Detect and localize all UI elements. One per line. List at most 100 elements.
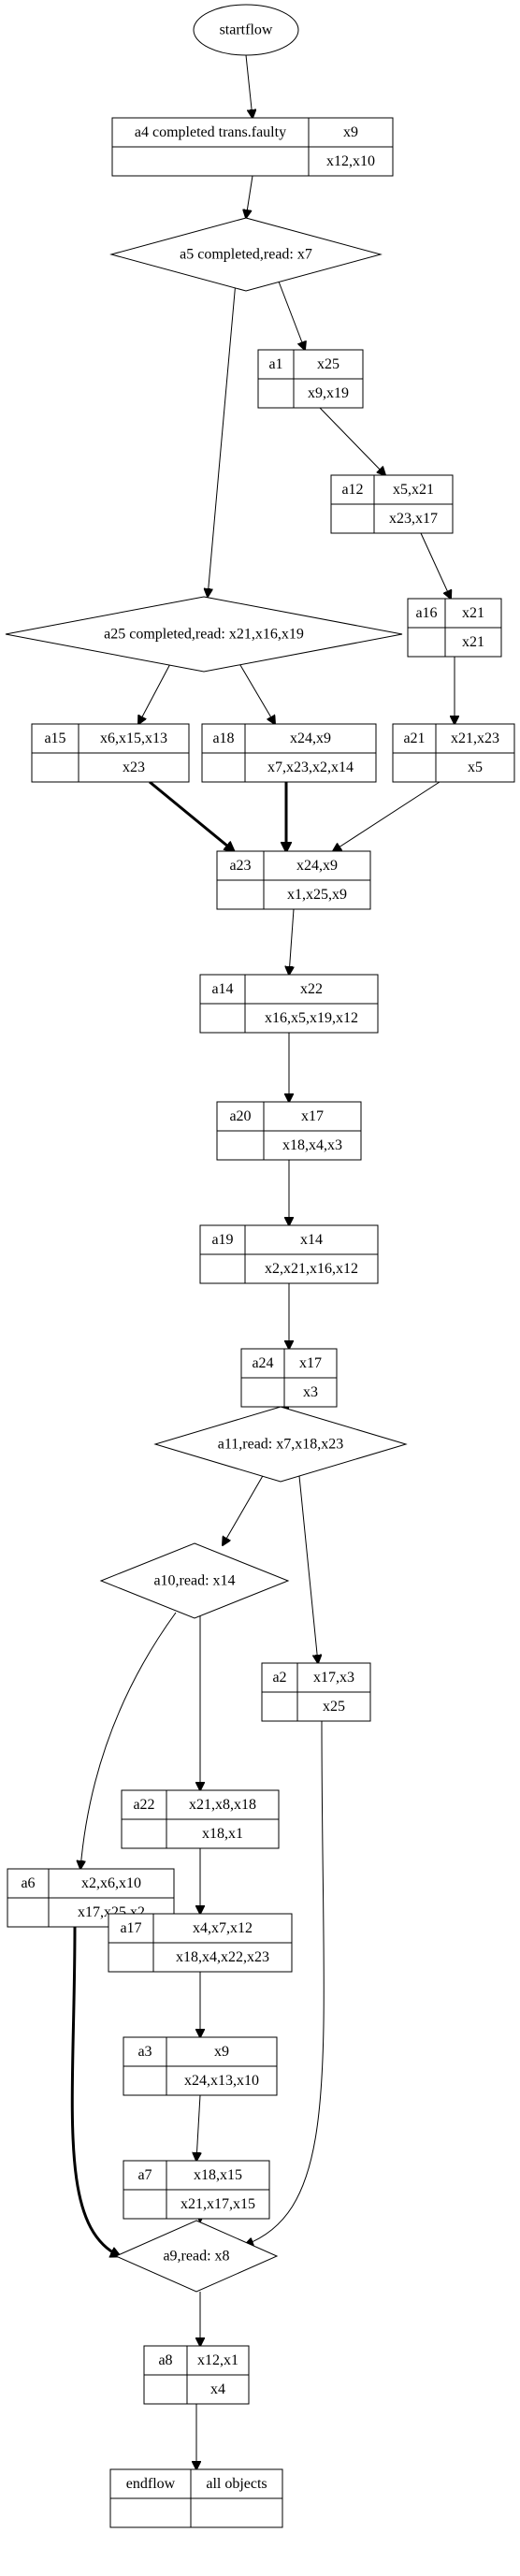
a12-activity-name: a12: [341, 482, 363, 498]
a15-writes: x6,x15,x13: [100, 731, 167, 746]
start-label: startflow: [220, 22, 273, 38]
edge-a11-to-a2: [298, 1475, 318, 1663]
a14-writes: x22: [300, 981, 323, 997]
a15-reads: x23: [123, 760, 145, 775]
edge-a5-to-a25: [208, 281, 237, 597]
node-a25: a25 completed,read: x21,x16,x19: [5, 596, 403, 673]
node-a11: a11,read: x7,x18,x23: [153, 1406, 408, 1483]
a16-writes: x21: [462, 605, 484, 621]
edge-a4-to-a5: [246, 175, 253, 218]
a25-decision-diamond: [5, 596, 403, 673]
edges-layer: [70, 54, 455, 2469]
a8-reads: x4: [210, 2381, 225, 2397]
a6-writes: x2,x6,x10: [81, 1875, 141, 1891]
node-a16: a16 x21 x21: [407, 598, 502, 658]
a23-writes: x24,x9: [296, 858, 338, 874]
a2-activity-name: a2: [272, 1670, 286, 1686]
a18-writes: x24,x9: [290, 731, 331, 746]
a3-writes: x9: [214, 2044, 229, 2060]
end-objects: all objects: [206, 2476, 267, 2492]
edge-a3-to-a7: [196, 2094, 200, 2161]
a1-activity-name: a1: [268, 356, 282, 372]
a11-decision-label: a11,read: x7,x18,x23: [218, 1437, 343, 1453]
a23-reads: x1,x25,x9: [287, 887, 347, 903]
a23-activity-name: a23: [229, 858, 251, 874]
a20-activity-name: a20: [229, 1108, 251, 1124]
a18-activity-name: a18: [212, 731, 234, 746]
node-a18: a18 x24,x9 x7,x23,x2,x14: [201, 723, 377, 783]
a10-decision-label: a10,read: x14: [153, 1573, 235, 1589]
a1-writes: x25: [317, 356, 339, 372]
nodes-layer: startflow a4 completed trans.faulty x9 x12,…: [5, 4, 515, 2528]
a7-writes: x18,x15: [194, 2167, 242, 2183]
edge-a10-to-a6: [80, 1612, 177, 1869]
a4-reads: x12,x10: [326, 153, 375, 169]
a20-writes: x17: [301, 1108, 324, 1124]
a18-reads: x7,x23,x2,x14: [267, 760, 354, 775]
a2-writes: x17,x3: [313, 1670, 354, 1686]
a4-writes: x9: [343, 124, 358, 140]
edge-a21-to-a23: [333, 781, 441, 851]
a3-activity-name: a3: [137, 2044, 152, 2060]
edge-start-to-a4: [245, 54, 253, 118]
a5-decision-label: a5 completed,read: x7: [180, 247, 312, 263]
edge-a1-to-a12: [319, 407, 385, 475]
node-a17: a17 x4,x7,x12 x18,x4,x22,x23: [108, 1913, 293, 1973]
a22-reads: x18,x1: [202, 1826, 243, 1842]
a7-activity-name: a7: [137, 2167, 152, 2183]
a19-writes: x14: [300, 1232, 323, 1248]
a14-activity-name: a14: [211, 981, 233, 997]
a10-decision-diamond: [99, 1542, 290, 1619]
a4-activity-name: a4 completed trans.faulty: [135, 124, 286, 140]
node-a10: a10,read: x14: [99, 1542, 290, 1619]
a1-reads: x9,x19: [308, 385, 349, 401]
a24-writes: x17: [299, 1355, 322, 1371]
a19-reads: x2,x21,x16,x12: [265, 1261, 358, 1277]
edge-a5-to-a1: [278, 281, 305, 350]
a16-reads: x21: [462, 634, 484, 650]
edge-a23-to-a14: [289, 908, 294, 975]
edge-a25-to-a15: [138, 659, 173, 724]
node-a23: a23 x24,x9 x1,x25,x9: [216, 850, 371, 910]
a11-decision-diamond: [153, 1406, 408, 1483]
a9-decision-label: a9,read: x8: [163, 2249, 229, 2265]
node-a8: a8 x12,x1 x4: [143, 2345, 250, 2405]
a22-activity-name: a22: [133, 1797, 154, 1813]
a21-reads: x5: [468, 760, 483, 775]
edge-a6-to-a9: [70, 1926, 120, 2256]
node-a4: a4 completed trans.faulty x9 x12,x10: [111, 117, 394, 177]
edge-a12-to-a16: [420, 532, 451, 599]
a12-reads: x23,x17: [389, 511, 438, 527]
node-a7: a7 x18,x15 x21,x17,x15: [123, 2160, 270, 2220]
a22-writes: x21,x8,x18: [189, 1797, 256, 1813]
a16-activity-name: a16: [415, 605, 437, 621]
a7-reads: x21,x17,x15: [181, 2196, 255, 2212]
node-a24: a24 x17 x3: [240, 1348, 338, 1408]
start-ellipse: [193, 4, 299, 56]
a14-reads: x16,x5,x19,x12: [265, 1010, 358, 1026]
a17-writes: x4,x7,x12: [193, 1920, 253, 1936]
a6-activity-name: a6: [21, 1875, 35, 1891]
a8-activity-name: a8: [158, 2352, 172, 2368]
a12-writes: x5,x21: [393, 482, 434, 498]
a5-decision-diamond: [109, 217, 383, 292]
edge-a11-to-a10: [223, 1473, 265, 1545]
a24-activity-name: a24: [252, 1355, 273, 1371]
a9-decision-diamond: [114, 2220, 279, 2293]
edge-a25-to-a18: [237, 659, 275, 724]
node-a14: a14 x22 x16,x5,x19,x12: [199, 974, 379, 1034]
a24-reads: x3: [303, 1384, 318, 1400]
a8-writes: x12,x1: [197, 2352, 238, 2368]
edge-a15-to-a23: [149, 780, 234, 851]
a17-activity-name: a17: [120, 1920, 141, 1936]
a17-reads: x18,x4,x22,x23: [176, 1949, 269, 1965]
edge-a2-to-a9: [245, 1720, 325, 2245]
node-start: startflow: [193, 4, 299, 56]
